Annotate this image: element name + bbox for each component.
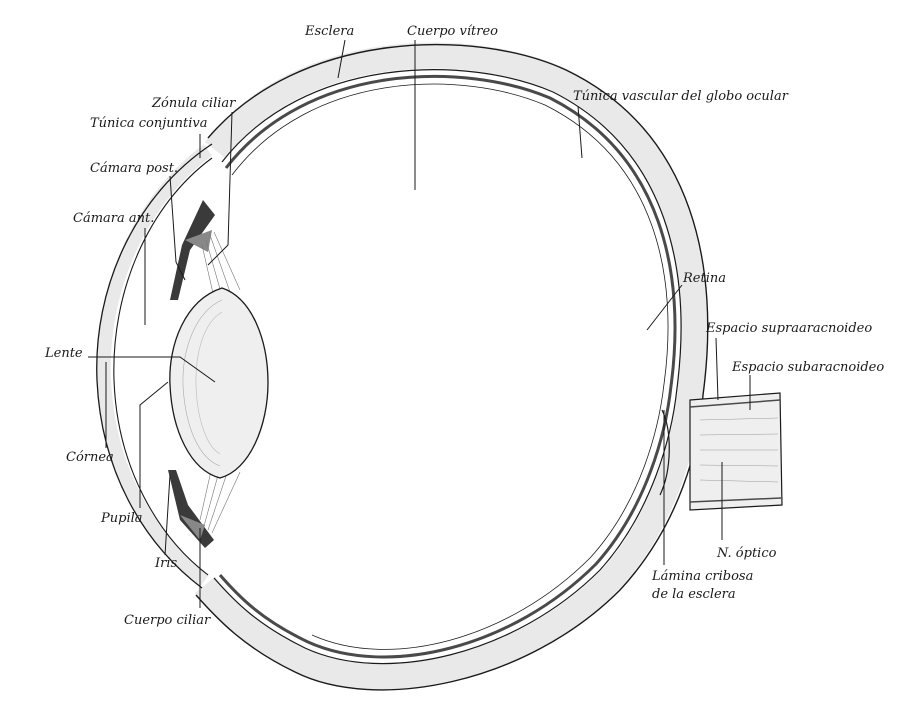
leader-iris	[164, 474, 171, 556]
label-tunica-vascular: Túnica vascular del globo ocular	[573, 89, 789, 104]
label-espacio-supraaracnoideo: Espacio supraaracnoideo	[705, 321, 872, 336]
ciliary-body-iris	[168, 200, 215, 548]
label-camara-post: Cámara post.	[90, 161, 178, 176]
leader-lente	[88, 356, 216, 383]
label-lente: Lente	[44, 346, 83, 361]
label-esclera: Esclera	[304, 24, 354, 39]
leader-pupila	[139, 381, 169, 508]
zonular-fibers	[199, 231, 241, 534]
leader-lines	[88, 39, 751, 608]
leader-camara-post	[169, 175, 186, 281]
lens	[169, 287, 269, 479]
leader-retina	[646, 284, 683, 331]
label-de-la-esclera: de la esclera	[652, 587, 736, 602]
label-espacio-subaracnoideo: Espacio subaracnoideo	[731, 360, 884, 375]
label-zonula-ciliar: Zónula ciliar	[151, 96, 236, 111]
label-tunica-conjuntiva: Túnica conjuntiva	[90, 116, 207, 131]
labels: Esclera Cuerpo vítreo Zónula ciliar Túni…	[44, 24, 884, 628]
label-cuerpo-vitreo: Cuerpo vítreo	[407, 24, 498, 39]
label-pupila: Pupila	[100, 511, 143, 526]
cornea	[96, 143, 213, 589]
leader-tunica-vascular	[577, 105, 583, 159]
label-iris: Iris	[154, 556, 178, 571]
leader-supraaracnoideo	[715, 337, 719, 401]
retina-choroid	[218, 74, 677, 659]
label-camara-ant: Cámara ant.	[73, 211, 154, 226]
sclera	[194, 42, 709, 691]
label-retina: Retina	[682, 271, 726, 286]
label-cuerpo-ciliar: Cuerpo ciliar	[124, 613, 211, 628]
label-n-optico: N. óptico	[716, 546, 777, 561]
leader-esclera	[337, 39, 346, 79]
label-lamina-cribosa: Lámina cribosa	[651, 569, 753, 584]
label-cornea: Córnea	[66, 450, 114, 465]
leader-zonula	[207, 111, 233, 266]
